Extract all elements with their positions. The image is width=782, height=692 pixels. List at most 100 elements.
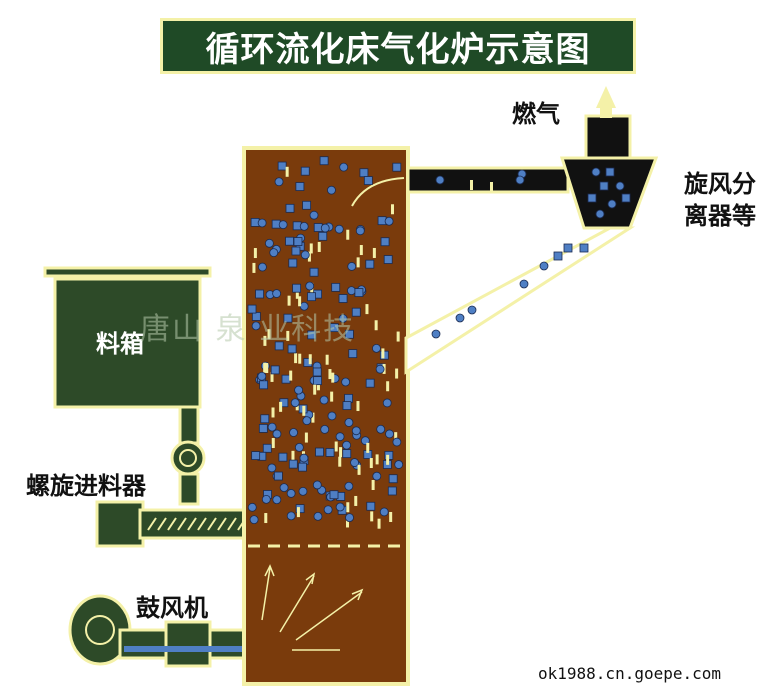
particle [380, 237, 390, 247]
particle [319, 395, 329, 405]
screw-threads [147, 517, 247, 531]
particle [305, 281, 315, 291]
gas-label: 燃气 [512, 100, 560, 128]
particle [257, 371, 267, 381]
particle [363, 176, 373, 185]
particle [261, 494, 271, 504]
particle [599, 181, 609, 191]
particle [346, 517, 350, 528]
particle [338, 294, 348, 303]
particle [395, 368, 399, 379]
particle [595, 209, 605, 219]
particle [309, 267, 319, 277]
particle [344, 481, 354, 491]
particle [329, 490, 339, 500]
particle [386, 381, 390, 392]
particle [387, 486, 397, 496]
particle [270, 365, 280, 375]
particle [323, 505, 333, 515]
particle [365, 304, 369, 315]
particle [296, 507, 300, 518]
particle [278, 452, 288, 462]
particle [270, 371, 274, 382]
watermark: 唐山 泉 业科技 [140, 312, 356, 347]
particle [247, 304, 257, 314]
particle [351, 307, 361, 317]
particle [346, 502, 350, 513]
particle [350, 458, 359, 467]
particle [383, 255, 393, 264]
particle [365, 259, 375, 269]
particle [334, 224, 344, 234]
particle [294, 353, 298, 364]
rotary-valve [170, 440, 206, 476]
particle [285, 236, 294, 246]
particle [320, 425, 330, 434]
particle [258, 262, 267, 272]
particle [371, 480, 375, 491]
particle [253, 248, 257, 259]
particle [366, 501, 376, 511]
particle [591, 167, 601, 177]
air-flow-arrows [261, 564, 364, 651]
particle [370, 511, 374, 522]
particle [271, 407, 275, 418]
particle [355, 226, 365, 236]
particle [257, 218, 267, 228]
particle [342, 449, 352, 459]
particle [255, 289, 264, 299]
particle [302, 416, 312, 426]
particle [286, 330, 290, 341]
particle [325, 354, 329, 365]
particle [283, 313, 293, 323]
particle [307, 251, 311, 262]
particle [303, 358, 313, 367]
particle [291, 246, 301, 256]
particle [330, 391, 334, 402]
particle [298, 462, 307, 472]
particle [615, 181, 625, 191]
particle [320, 223, 330, 233]
feeder-motor [95, 500, 145, 548]
particle [435, 175, 445, 185]
particle [328, 369, 332, 380]
page-title: 循环流化床气化炉示意图 [205, 29, 591, 70]
particle [298, 486, 308, 496]
particle [294, 385, 304, 395]
particle [347, 262, 357, 271]
particle [389, 511, 393, 522]
particle [339, 447, 343, 458]
particle [300, 166, 310, 176]
particle [327, 411, 337, 421]
particle [338, 314, 348, 323]
particle [345, 513, 354, 522]
hopper-box [53, 277, 202, 409]
particle [345, 329, 354, 339]
particle [365, 378, 375, 388]
particle [249, 515, 259, 525]
gas-outlet [584, 114, 632, 160]
particle [316, 380, 320, 391]
particle [277, 161, 287, 171]
particle [338, 456, 342, 467]
particle [587, 193, 597, 203]
particle [359, 245, 363, 256]
particle [394, 460, 404, 469]
particle [317, 241, 321, 252]
particle [386, 454, 390, 465]
particle [274, 471, 283, 481]
particle [313, 384, 317, 395]
particle [360, 436, 370, 446]
particle [334, 441, 338, 452]
hopper-label: 料箱 [96, 330, 144, 358]
particle [339, 162, 349, 172]
particle [375, 454, 379, 465]
particle [325, 448, 335, 457]
particle [335, 502, 345, 512]
particle-bed [247, 156, 631, 529]
particle [342, 401, 352, 411]
particle [290, 398, 300, 408]
cyclone-label-line2: 离器等 [684, 202, 756, 230]
particle [274, 177, 284, 187]
particle [308, 354, 312, 365]
